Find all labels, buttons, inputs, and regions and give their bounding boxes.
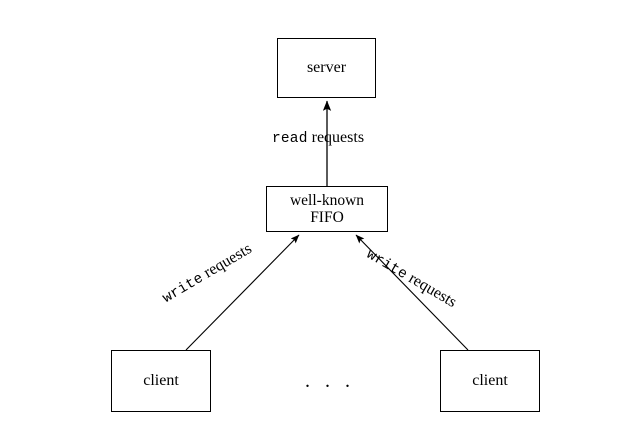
- edge-label-write-requests-left-verb: write: [160, 270, 207, 307]
- node-client-right[interactable]: client: [440, 350, 540, 412]
- node-fifo-label-line2: FIFO: [310, 209, 344, 226]
- clients-ellipsis: . . .: [305, 370, 355, 392]
- node-server-label: server: [306, 59, 347, 77]
- node-client-right-label: client: [472, 372, 508, 390]
- edge-label-read-requests-verb: read: [272, 131, 308, 147]
- node-client-left[interactable]: client: [111, 350, 211, 412]
- node-well-known-fifo[interactable]: well-known FIFO: [266, 186, 388, 232]
- edge-label-write-requests-left: write requests: [160, 240, 255, 307]
- node-client-left-label: client: [143, 372, 179, 390]
- node-fifo-label-line1: well-known: [289, 191, 365, 209]
- edge-label-write-requests-right-verb: write: [363, 246, 410, 284]
- node-server[interactable]: server: [277, 38, 376, 98]
- edge-label-write-requests-right-noun: requests: [405, 269, 460, 312]
- edge-label-read-requests-noun: requests: [311, 129, 365, 146]
- edge-label-write-requests-left-noun: requests: [200, 240, 255, 282]
- edge-label-read-requests: read requests: [272, 130, 364, 147]
- edge-label-write-requests-right: write requests: [363, 246, 460, 312]
